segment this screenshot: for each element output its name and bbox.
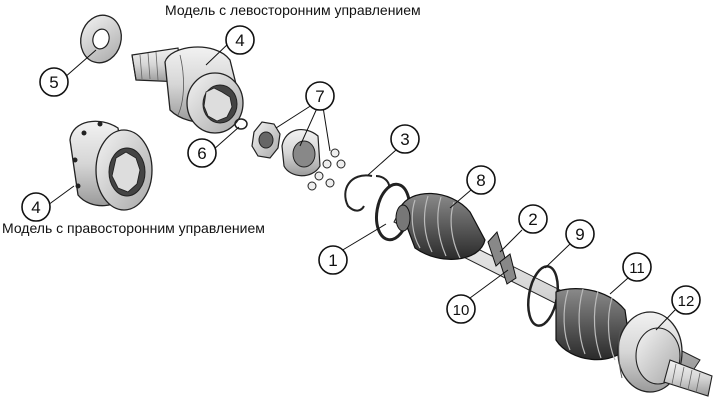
svg-text:5: 5 (49, 73, 58, 92)
callout-9: 9 (565, 219, 595, 249)
callout-4-lhd: 4 (225, 25, 255, 55)
caption-right-hand-drive: Модель с правосторонним управлением (2, 220, 265, 236)
svg-text:3: 3 (400, 130, 409, 149)
svg-text:4: 4 (235, 31, 244, 50)
part-7-inner-race-cage-balls (251, 121, 346, 191)
callout-8: 8 (466, 165, 496, 195)
callout-6: 6 (187, 138, 217, 168)
callout-7: 7 (305, 81, 335, 111)
callout-12: 12 (671, 285, 701, 315)
svg-text:9: 9 (575, 225, 584, 244)
part-4-flange-housing-rhd (69, 120, 153, 211)
svg-text:11: 11 (629, 260, 645, 277)
leader-lines (47, 41, 676, 331)
callout-11: 11 (622, 252, 652, 282)
callout-5: 5 (39, 67, 69, 97)
svg-text:1: 1 (328, 251, 337, 270)
svg-text:10: 10 (453, 302, 470, 319)
svg-text:4: 4 (31, 198, 40, 217)
drive-shaft-assembly (393, 192, 713, 397)
svg-text:12: 12 (678, 293, 695, 310)
svg-text:6: 6 (197, 144, 206, 163)
callout-1: 1 (318, 245, 348, 275)
callout-3: 3 (390, 124, 420, 154)
part-4-outer-race-lhd (131, 46, 244, 134)
svg-text:8: 8 (476, 171, 485, 190)
callout-4-rhd: 4 (21, 192, 51, 222)
callout-2: 2 (518, 204, 548, 234)
callout-10: 10 (446, 294, 476, 324)
part-6-snap-ring (234, 118, 248, 130)
svg-text:2: 2 (528, 210, 537, 229)
part-5-washer (80, 14, 122, 64)
caption-left-hand-drive: Модель с левосторонним управлением (165, 2, 421, 18)
svg-text:7: 7 (315, 87, 324, 106)
